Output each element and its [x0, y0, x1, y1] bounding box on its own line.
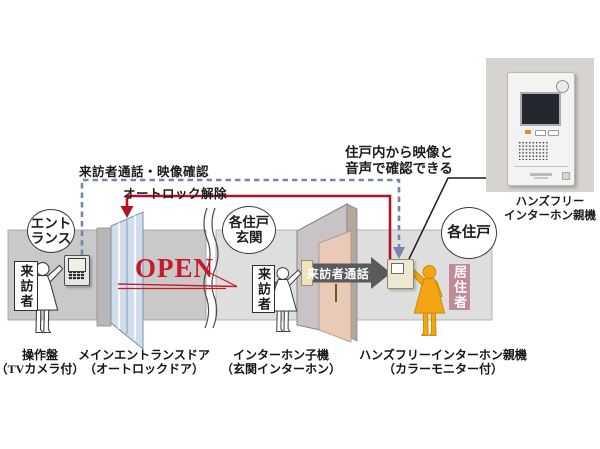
operation-panel: [64, 255, 90, 286]
entrance-zone-line2: ランス: [30, 231, 72, 246]
button-row: [521, 130, 560, 136]
unit-zone-line1: 各住戸: [447, 224, 491, 241]
caption-main-door-line1: メインエントランスドア: [78, 348, 210, 362]
inset-label-line1: ハンズフリー: [515, 196, 585, 208]
visitor-door-figure: [268, 267, 302, 332]
intercom-screen: [391, 263, 404, 274]
open-arrow: [117, 270, 238, 290]
photo-connector-line: [408, 177, 486, 260]
door-intercom-sub-unit: [301, 260, 313, 286]
monitor-screen: [522, 94, 559, 124]
visitor-entrance-tag: 来訪者: [14, 261, 38, 311]
model-mark: [534, 177, 548, 179]
caption-main-door: メインエントランスドア （オートロックドア）: [74, 348, 214, 376]
autolock-release-label: オートロック解除: [123, 187, 228, 201]
visitor-talk-arrow: [303, 257, 391, 289]
unit-entrance-zone-label: 各住戸 玄関: [222, 206, 276, 254]
autolock-release-line: [120, 194, 392, 260]
panel-screen: [68, 258, 86, 272]
caption-main-door-line2: （オートロックドア）: [83, 361, 204, 376]
resident-tag: 居住者: [449, 264, 470, 310]
visitor-door-tag: 来訪者: [252, 265, 275, 313]
talk-button: [535, 130, 546, 136]
caption-master-unit-line1: ハンズフリーインターホン親機: [359, 348, 527, 362]
brand-mark: [530, 173, 552, 176]
intercom-device: [507, 72, 575, 186]
visitor-talk-label: 来訪者通話: [306, 267, 370, 281]
main-entrance-door: [96, 211, 144, 351]
inroom-confirm-note: 住戸内から映像と 音声で確認できる: [334, 145, 464, 177]
inroom-note-line2: 音声で確認できる: [345, 161, 453, 176]
panel-keypad: [68, 272, 84, 280]
caption-master-unit-line2: （カラーモニター付）: [382, 361, 503, 376]
caption-sub-unit-line1: インターホン子機: [232, 348, 329, 362]
panel-divider: [514, 166, 568, 167]
monitor-button: [548, 130, 559, 136]
caption-operation-panel: 操作盤 （TVカメラ付）: [0, 348, 90, 376]
monitor-bezel: [520, 92, 561, 126]
inset-label-line2: インターホン親機: [504, 209, 596, 222]
inroom-note-line1: 住戸内から映像と: [345, 145, 453, 160]
speaker-grille: [518, 141, 549, 160]
caption-sub-unit-line2: （玄関インターホン）: [220, 361, 341, 376]
caption-sub-unit: インターホン子機 （玄関インターホン）: [211, 348, 351, 376]
speaker-button-icon: [556, 80, 569, 93]
visitor-call-confirm-label: 来訪者通話・映像確認: [79, 165, 210, 179]
intercom-photo: [486, 58, 594, 192]
caption-panel-line2: （TVカメラ付）: [0, 361, 85, 376]
caption-master-unit: ハンズフリーインターホン親機 （カラーモニター付）: [352, 348, 534, 376]
open-label: OPEN: [135, 253, 215, 283]
unit-zone-label: 各住戸: [441, 207, 497, 259]
handsfree-intercom-unit: [387, 259, 414, 289]
call-led: [525, 130, 531, 134]
reset-button: [562, 172, 570, 180]
unit-entrance-line1: 各住戸: [228, 215, 270, 230]
entrance-zone-line1: エント: [30, 216, 72, 231]
unit-entrance-line2: 玄関: [235, 230, 263, 245]
wavy-break: [203, 207, 219, 329]
inset-device-label: ハンズフリー インターホン親機: [495, 196, 600, 223]
caption-panel-line1: 操作盤: [21, 348, 58, 362]
entrance-zone-label: エント ランス: [27, 209, 75, 253]
visitor-call-line: [80, 178, 405, 259]
